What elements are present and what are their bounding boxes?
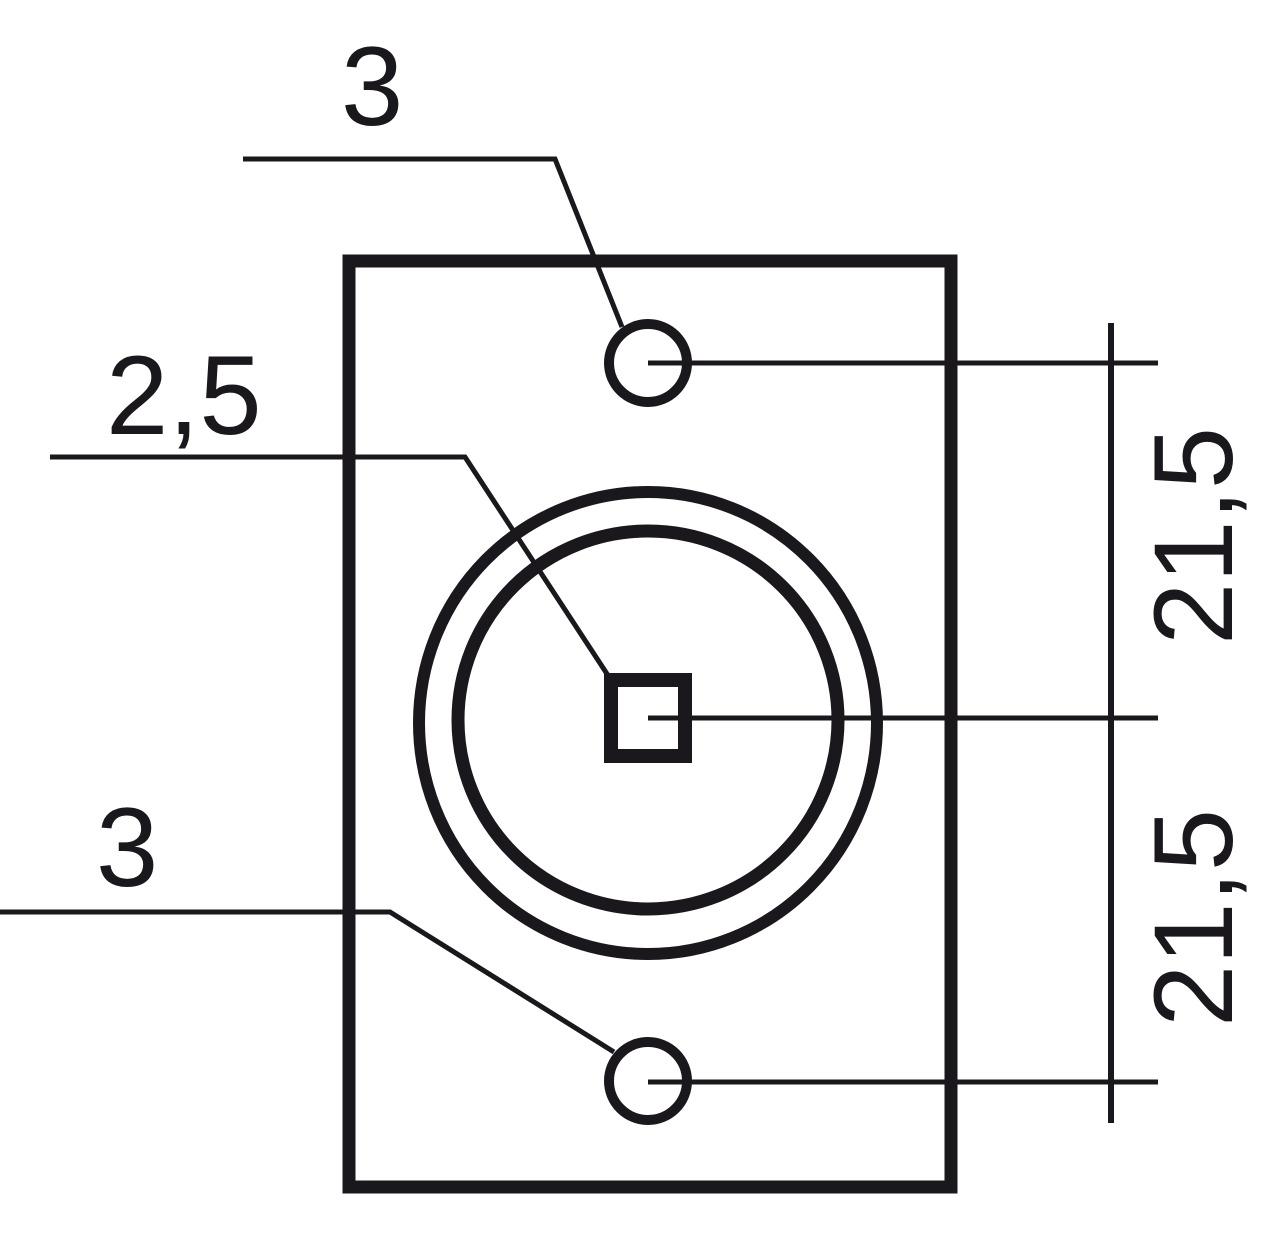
label-dimension-upper: 21,5	[1131, 427, 1256, 645]
label-dimension-lower: 21,5	[1131, 809, 1256, 1027]
label-center-square-size: 2,5	[106, 333, 262, 458]
plate-outline	[342, 254, 958, 1194]
label-bottom-hole-diameter: 3	[96, 785, 158, 910]
label-top-hole-diameter: 3	[341, 24, 403, 149]
leader-center-square	[50, 454, 614, 682]
leader-bottom-hole	[0, 909, 616, 1055]
outer-ring	[413, 486, 883, 960]
leader-top-hole	[243, 156, 625, 328]
